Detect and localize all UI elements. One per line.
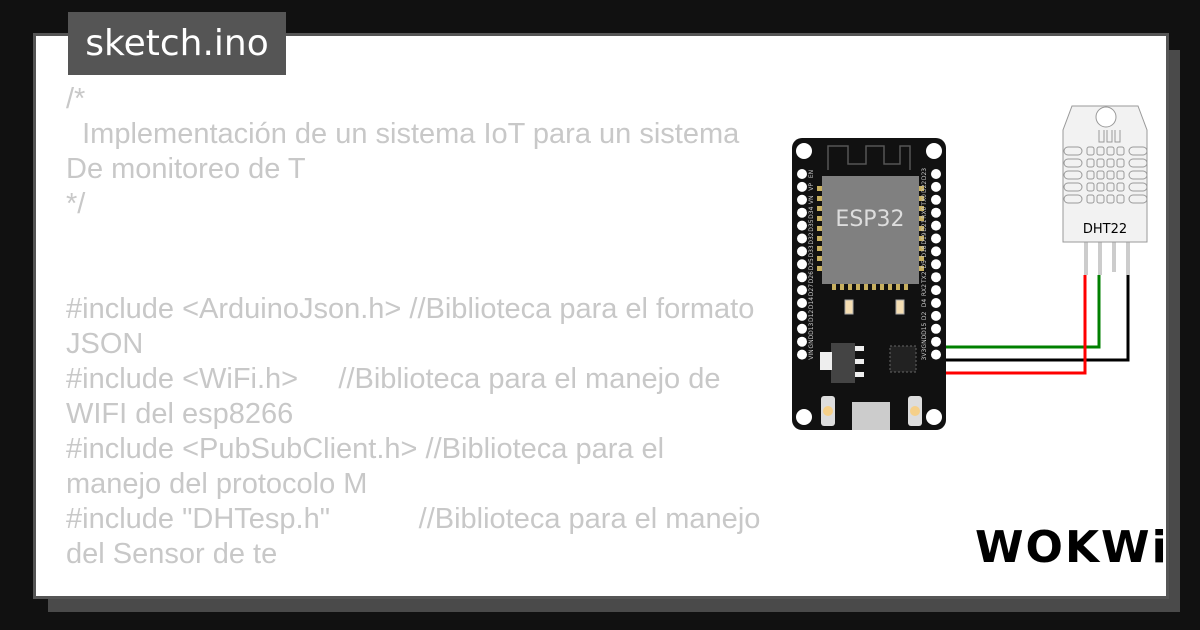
pin-label: D33 <box>808 245 815 257</box>
pin-d33[interactable] <box>797 246 807 257</box>
pin-d19[interactable] <box>931 233 941 244</box>
pin-label: D25 <box>808 258 815 270</box>
pin-label: D21 <box>921 219 928 231</box>
dht22-sensor[interactable]: DHT22 <box>1062 105 1148 275</box>
pin-d12[interactable] <box>797 310 807 321</box>
preview-card <box>33 33 1169 599</box>
pin-vn[interactable] <box>797 194 807 205</box>
pin-d2[interactable] <box>931 310 941 321</box>
pin-label: D27 <box>808 284 815 296</box>
pin-label: EN <box>808 170 815 178</box>
pin-label: D19 <box>921 232 928 244</box>
pin-label: VN <box>808 196 815 205</box>
pin-d21[interactable] <box>931 220 941 231</box>
pin-label: VIN <box>808 349 815 359</box>
pin-label: RX0 <box>921 206 928 218</box>
pin-label: D18 <box>921 245 928 257</box>
pin-label: D13 <box>808 322 815 334</box>
pin-d14[interactable] <box>797 298 807 308</box>
code-line: #include <WiFi.h> //Biblioteca para el m… <box>66 363 729 430</box>
pin-label: GND <box>808 334 815 348</box>
pin-label: 3V3 <box>921 349 928 361</box>
pin-label: D14 <box>808 297 815 309</box>
pin-vin[interactable] <box>797 349 807 360</box>
esp32-label: ESP32 <box>835 207 904 232</box>
pin-vp[interactable] <box>797 181 807 192</box>
wokwi-logo: WOKWi <box>975 522 1169 573</box>
pin-label: VP <box>808 183 815 191</box>
pin-d23[interactable] <box>931 169 941 179</box>
code-preview: /* Implementación de un sistema IoT para… <box>66 82 766 572</box>
dht22-label: DHT22 <box>1083 222 1127 237</box>
pin-label: D34 <box>808 206 815 218</box>
code-line: */ <box>66 188 86 220</box>
wires <box>946 275 1130 375</box>
pin-d32[interactable] <box>797 233 807 244</box>
pin-label: GND <box>921 334 928 348</box>
pin-tx2[interactable] <box>931 272 941 283</box>
pin-label: D22 <box>921 181 928 193</box>
pin-d26[interactable] <box>797 272 807 283</box>
esp32-board[interactable]: ESP32 ENVPVND34D35D32D33D25D26D27D14D12D… <box>792 138 946 430</box>
pin-label: D4 <box>921 299 928 308</box>
pin-tx0[interactable] <box>931 194 941 205</box>
pin-d34[interactable] <box>797 207 807 218</box>
code-line: #include <PubSubClient.h> //Biblioteca p… <box>66 433 673 500</box>
wire-power <box>946 275 1087 375</box>
pin-gnd[interactable] <box>797 336 807 347</box>
pin-rx2[interactable] <box>931 285 941 296</box>
pin-label: D35 <box>808 219 815 231</box>
pin-en[interactable] <box>797 169 807 179</box>
pin-label: D32 <box>808 232 815 244</box>
pin-d22[interactable] <box>931 181 941 192</box>
pin-3v3[interactable] <box>931 349 941 360</box>
pin-d13[interactable] <box>797 323 807 334</box>
pin-d27[interactable] <box>797 285 807 296</box>
wire-ground <box>946 275 1130 362</box>
pin-label: D26 <box>808 271 815 283</box>
wire-data <box>946 275 1101 349</box>
code-line: #include "DHTesp.h" //Biblioteca para el… <box>66 503 769 570</box>
pin-gnd[interactable] <box>931 336 941 347</box>
pin-label: D23 <box>921 168 928 180</box>
pin-label: D2 <box>921 311 928 320</box>
file-tab: sketch.ino <box>68 12 286 75</box>
pin-d4[interactable] <box>931 298 941 308</box>
pin-d5[interactable] <box>931 259 941 270</box>
pin-rx0[interactable] <box>931 207 941 218</box>
pin-label: D12 <box>808 310 815 322</box>
pin-d25[interactable] <box>797 259 807 270</box>
pin-label: D5 <box>921 260 928 269</box>
pin-label: TX2 <box>921 271 928 284</box>
code-line: #include <ArduinoJson.h> //Biblioteca pa… <box>66 293 763 360</box>
pin-label: D15 <box>921 322 928 334</box>
pin-d15[interactable] <box>931 323 941 334</box>
pin-label: TX0 <box>921 194 928 207</box>
code-line: /* <box>66 83 86 115</box>
pin-d35[interactable] <box>797 220 807 231</box>
code-line: Implementación de un sistema IoT para un… <box>66 118 748 185</box>
pin-d18[interactable] <box>931 246 941 257</box>
pin-label: RX2 <box>921 284 928 296</box>
